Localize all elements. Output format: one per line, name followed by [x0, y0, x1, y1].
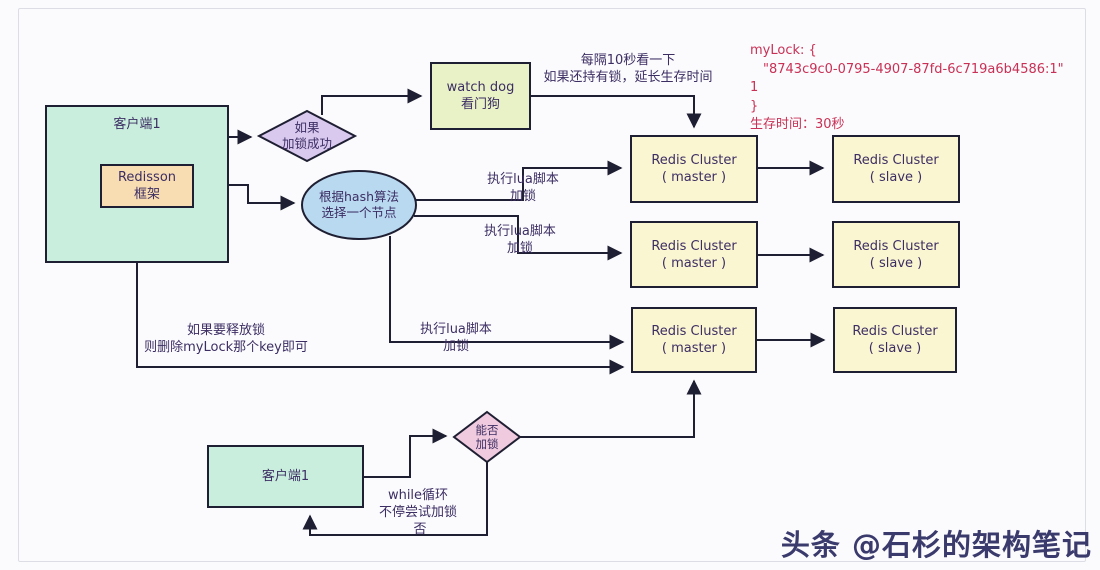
watchdog-note: 每隔10秒看一下 如果还持有锁，延长生存时间	[543, 53, 713, 85]
arrow-hash-to-master3	[389, 236, 625, 350]
redisson-label-line1: Redisson	[117, 170, 177, 185]
redis-master3-box: Redis Cluster ( master )	[631, 307, 757, 373]
redisson-box: Redisson 框架	[100, 164, 194, 208]
watchdog-label-line1: watch dog	[446, 80, 515, 95]
watchdog-label-line2: 看门狗	[460, 97, 500, 112]
release-lock-note: 如果要释放锁 则删除myLock那个key即可	[144, 323, 308, 355]
arrow-release-to-master3	[136, 263, 625, 375]
hash-select-text: 根据hash算法 选择一个节点	[318, 189, 400, 220]
arrow-can-lock-no-loop	[302, 462, 488, 536]
arrow-watchdog-to-master1	[531, 95, 702, 129]
arrow-hash-to-master2	[414, 215, 623, 261]
watchdog-box: watch dog 看门狗	[430, 62, 531, 130]
arrow-can-lock-to-master3	[519, 379, 702, 438]
lua-label-row3: 执行lua脚本 加锁	[420, 322, 492, 354]
redis-master2-box: Redis Cluster ( master )	[630, 221, 758, 288]
redisson-label-line2: 框架	[133, 187, 160, 202]
arrow-client-bottom-to-can-lock	[364, 428, 448, 478]
can-lock-diamond	[452, 410, 522, 464]
can-lock-text: 能否 加锁	[475, 423, 499, 451]
arrow-lock-success-to-watchdog	[321, 88, 423, 115]
client-bottom-box: 客户端1	[207, 445, 364, 508]
no-branch-label: 否	[413, 522, 427, 537]
lock-success-text: 如果 加锁成功	[281, 120, 333, 151]
redis-slave3-box: Redis Cluster ( slave )	[833, 307, 957, 373]
arrow-hash-to-master1	[414, 160, 623, 201]
lock-success-diamond	[256, 109, 358, 163]
redis-slave2-box: Redis Cluster ( slave )	[832, 221, 960, 288]
lua-label-row1: 执行lua脚本 加锁	[487, 172, 559, 204]
hash-select-ellipse	[301, 170, 417, 240]
lua-label-row2: 执行lua脚本 加锁	[484, 224, 556, 256]
redis-slave1-box: Redis Cluster ( slave )	[832, 135, 960, 203]
redis-master1-box: Redis Cluster ( master )	[630, 135, 758, 203]
watermark: 头条 @石杉的架构笔记	[780, 528, 1092, 562]
mylock-note: myLock: { "8743c9c0-0795-4907-87fd-6c719…	[750, 43, 1064, 132]
while-loop-note: while循环 不停尝试加锁	[378, 488, 458, 520]
client-top-label: 客户端1	[113, 117, 161, 132]
client-bottom-label: 客户端1	[261, 469, 310, 484]
